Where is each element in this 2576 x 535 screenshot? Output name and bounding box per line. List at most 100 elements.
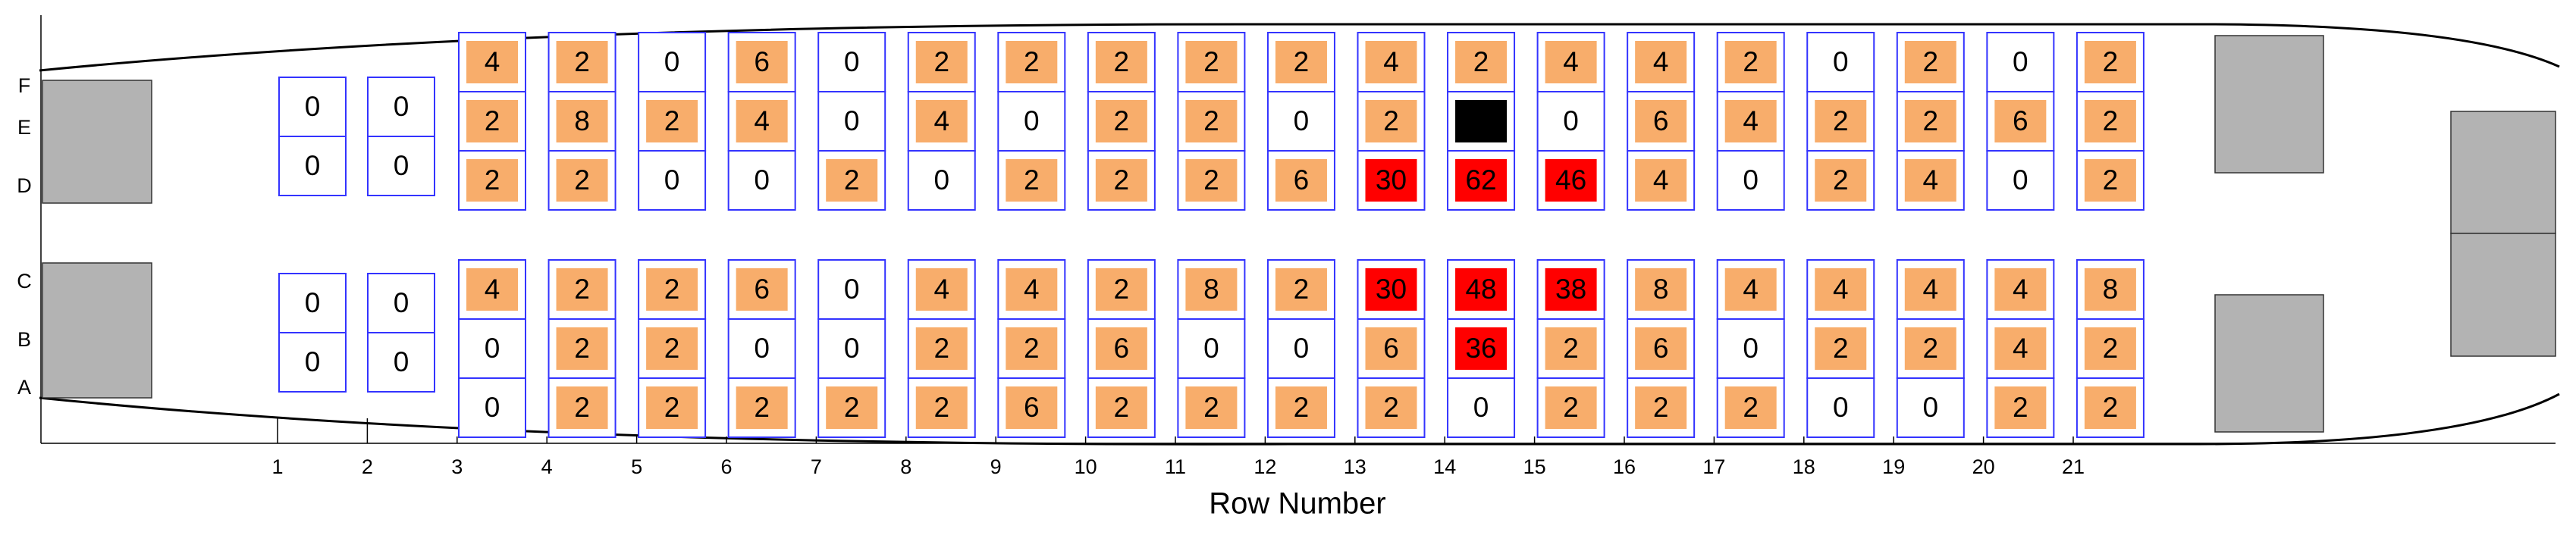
seat-cell: 0 — [727, 318, 796, 379]
seat-outline — [278, 332, 347, 393]
seat-value: 0 — [1833, 46, 1849, 77]
seat-value: 0 — [1473, 392, 1489, 423]
seat-value: 2 — [1833, 164, 1849, 196]
seat-cell: 2 — [2076, 377, 2145, 438]
seat-value: 0 — [1294, 333, 1310, 364]
seat-outline — [817, 259, 886, 320]
seat-fill — [646, 327, 698, 370]
seat-value: 2 — [1203, 46, 1219, 77]
seat-cell: 0 — [367, 273, 435, 333]
seat-fill — [466, 159, 518, 202]
galley-front-upper — [42, 80, 152, 204]
seat-value: 4 — [1024, 274, 1040, 305]
seat-value: 0 — [933, 164, 949, 196]
seat-value: 0 — [1294, 105, 1310, 136]
row-tick-label: 20 — [1972, 455, 1995, 478]
seat-fill — [826, 386, 878, 429]
seat-value: 62 — [1465, 164, 1496, 196]
seat-fill — [1455, 159, 1508, 202]
seat-cell: 2 — [907, 318, 976, 379]
seat-outline — [1266, 91, 1335, 152]
seat-value: 0 — [305, 150, 321, 181]
seat-fill — [1815, 327, 1867, 370]
seat-cell: 2 — [997, 150, 1066, 211]
seat-fill — [1635, 41, 1687, 83]
seat-cell: 6 — [727, 259, 796, 320]
seat-cell: 0 — [727, 150, 796, 211]
seat-outline — [278, 136, 347, 196]
seat-fill — [1006, 268, 1058, 311]
seat-value: 30 — [1376, 164, 1407, 196]
seat-fill — [1095, 41, 1147, 83]
seat-value: 2 — [1653, 392, 1669, 423]
seat-cell: 4 — [1357, 32, 1426, 92]
seat-outline — [367, 273, 435, 333]
seat-value: 0 — [305, 346, 321, 377]
seat-value: 6 — [1653, 333, 1669, 364]
seat-cell: 2 — [2076, 32, 2145, 92]
seat-fill — [1095, 159, 1147, 202]
seat-cell: 2 — [458, 91, 526, 152]
seat-value: 4 — [1653, 46, 1669, 77]
seat-value: 0 — [844, 46, 860, 77]
seat-fill — [915, 327, 968, 370]
seat-fill — [556, 386, 608, 429]
row-tick-label: 5 — [631, 455, 642, 478]
seat-fill — [646, 100, 698, 142]
seat-value: 0 — [844, 105, 860, 136]
seat-fill — [1815, 159, 1867, 202]
seat-cell: 2 — [1266, 377, 1335, 438]
seat-fill — [1185, 268, 1238, 311]
seat-value: 2 — [1024, 164, 1040, 196]
seat-cell: 0 — [278, 136, 347, 196]
seat-cell: 0 — [817, 318, 886, 379]
seat-value: 2 — [1383, 392, 1399, 423]
seat-fill — [1635, 268, 1687, 311]
seat-value: 2 — [2103, 105, 2119, 136]
seat-cell: 0 — [458, 318, 526, 379]
seat-cell: 0 — [458, 377, 526, 438]
seat-value: 2 — [1383, 105, 1399, 136]
seat-value: 2 — [1203, 164, 1219, 196]
seat-outline — [907, 150, 976, 211]
seat-cell: 2 — [997, 318, 1066, 379]
seat-cell: 2 — [2076, 91, 2145, 152]
seat-fill — [826, 159, 878, 202]
seat-cell: 0 — [1447, 377, 1516, 438]
seat-value: 2 — [574, 333, 590, 364]
seat-cell: 0 — [1177, 318, 1246, 379]
seat-value: 4 — [2013, 274, 2028, 305]
seat-fill — [2084, 41, 2136, 83]
seat-value: 0 — [1024, 105, 1040, 136]
seat-fill — [1365, 327, 1417, 370]
seat-value: 0 — [664, 46, 680, 77]
seat-fill — [2084, 327, 2136, 370]
seat-fill — [1545, 41, 1597, 83]
seat-outline — [1447, 377, 1516, 438]
seat-fill — [915, 386, 968, 429]
seat-fill — [1275, 41, 1327, 83]
seat-cell: 2 — [1177, 150, 1246, 211]
seat-value: 2 — [1114, 392, 1130, 423]
row-tick-label: 1 — [271, 455, 283, 478]
seat-outline — [1986, 150, 2055, 211]
seat-cell: 2 — [1177, 91, 1246, 152]
seat-cell: 36 — [1447, 318, 1516, 379]
seat-cell: 0 — [1986, 32, 2055, 92]
seat-cell: 0 — [1716, 150, 1785, 211]
galley-rear-lower — [2214, 294, 2324, 433]
seat-value: 2 — [574, 392, 590, 423]
seat-cell: 2 — [1266, 32, 1335, 92]
seat-value: 2 — [1203, 105, 1219, 136]
seat-fill — [1185, 41, 1238, 83]
seat-value: 2 — [1294, 274, 1310, 305]
seat-cell: 4 — [1536, 32, 1605, 92]
seat-value: 4 — [1923, 164, 1939, 196]
seat-value: 0 — [1923, 392, 1939, 423]
seat-cell: 0 — [367, 77, 435, 137]
seat-fill — [646, 268, 698, 311]
seat-fill — [1724, 268, 1777, 311]
seat-cell: 2 — [1447, 32, 1516, 92]
seat-fill — [736, 100, 788, 142]
